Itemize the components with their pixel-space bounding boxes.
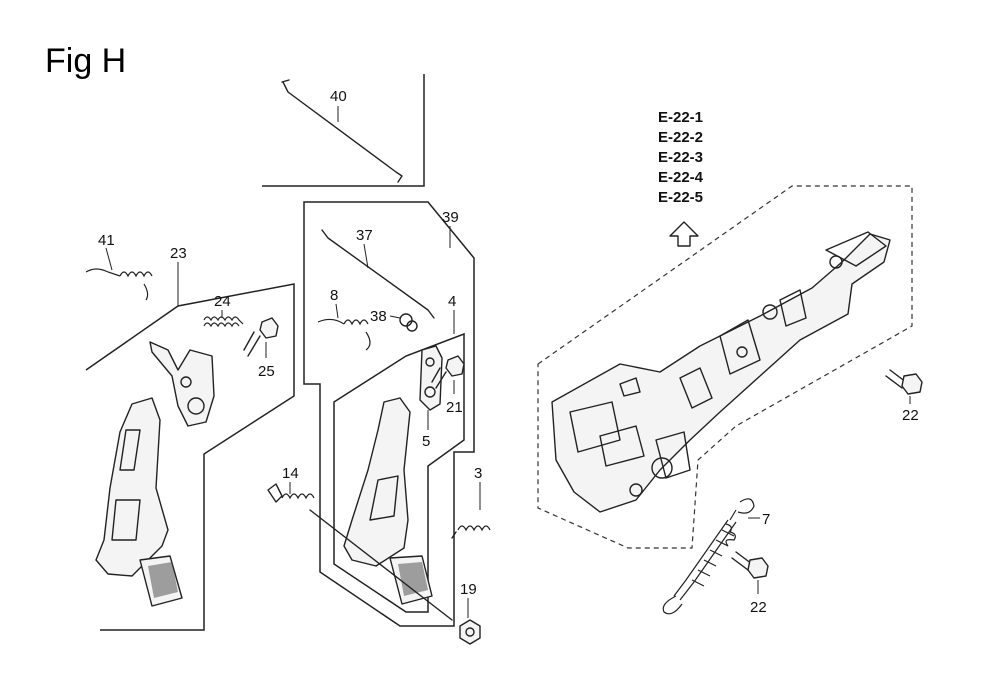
callout-25: 25 bbox=[258, 363, 275, 380]
callout-7: 7 bbox=[762, 511, 770, 528]
part-22-bolt-lower bbox=[731, 551, 769, 579]
part-25-bolt bbox=[243, 317, 279, 357]
part-7-spring bbox=[662, 498, 755, 615]
ref-code: E-22-3 bbox=[658, 149, 703, 166]
part-40-frame bbox=[262, 74, 425, 187]
ref-code: E-22-1 bbox=[658, 109, 703, 126]
part-19-nut bbox=[459, 619, 481, 645]
callout-14: 14 bbox=[282, 465, 299, 482]
part-38-clip bbox=[399, 313, 418, 332]
part-37-rod bbox=[321, 229, 435, 319]
callout-21: 21 bbox=[446, 399, 463, 416]
callout-5: 5 bbox=[422, 433, 430, 450]
main-assembly-outline bbox=[537, 185, 913, 549]
callout-22-lower: 22 bbox=[750, 599, 767, 616]
pedal-arm-left bbox=[95, 397, 183, 607]
part-14-spring bbox=[267, 483, 453, 621]
leader-37 bbox=[363, 243, 369, 269]
callout-23: 23 bbox=[170, 245, 187, 262]
part-5-link-plate bbox=[419, 345, 443, 411]
assembly-39-group: 39 37 8 38 4 5 bbox=[267, 201, 491, 645]
ref-code: E-22-5 bbox=[658, 189, 703, 206]
pedal-bracket-left bbox=[149, 341, 215, 427]
callout-3: 3 bbox=[474, 465, 482, 482]
callout-37: 37 bbox=[356, 227, 373, 244]
ref-code: E-22-2 bbox=[658, 129, 703, 146]
ref-code: E-22-4 bbox=[658, 169, 704, 186]
callout-8: 8 bbox=[330, 287, 338, 304]
callout-39: 39 bbox=[442, 209, 459, 226]
leader-41 bbox=[105, 247, 113, 271]
arrow-up-icon bbox=[669, 221, 699, 247]
figure-title: Fig H bbox=[45, 42, 126, 80]
callout-40: 40 bbox=[330, 88, 347, 105]
callout-24: 24 bbox=[214, 293, 231, 310]
callout-19: 19 bbox=[460, 581, 477, 598]
main-assembly-group: 22 7 22 bbox=[537, 185, 923, 616]
callout-38: 38 bbox=[370, 308, 387, 325]
main-assembly-body bbox=[551, 231, 891, 513]
callout-4: 4 bbox=[448, 293, 456, 310]
leader-8 bbox=[335, 303, 339, 319]
pedal-arm-middle bbox=[343, 397, 433, 605]
assembly-39-frame bbox=[303, 201, 475, 627]
assembly-23-group: 23 41 24 25 bbox=[85, 232, 295, 631]
part-24-spring bbox=[203, 316, 244, 328]
reference-codes: E-22-1 E-22-2 E-22-3 E-22-4 E-22-5 bbox=[658, 109, 704, 247]
part-8-spring bbox=[317, 318, 371, 351]
callout-41: 41 bbox=[98, 232, 115, 249]
callout-22-upper: 22 bbox=[902, 407, 919, 424]
part-21-bolt bbox=[431, 355, 465, 389]
part-40-rod bbox=[282, 81, 403, 183]
part-41-spring bbox=[85, 268, 153, 301]
part-40-rod-group: 40 bbox=[262, 74, 425, 187]
part-22-bolt-upper bbox=[885, 369, 923, 395]
part-3-spring bbox=[451, 525, 491, 539]
leader-38 bbox=[389, 315, 401, 319]
